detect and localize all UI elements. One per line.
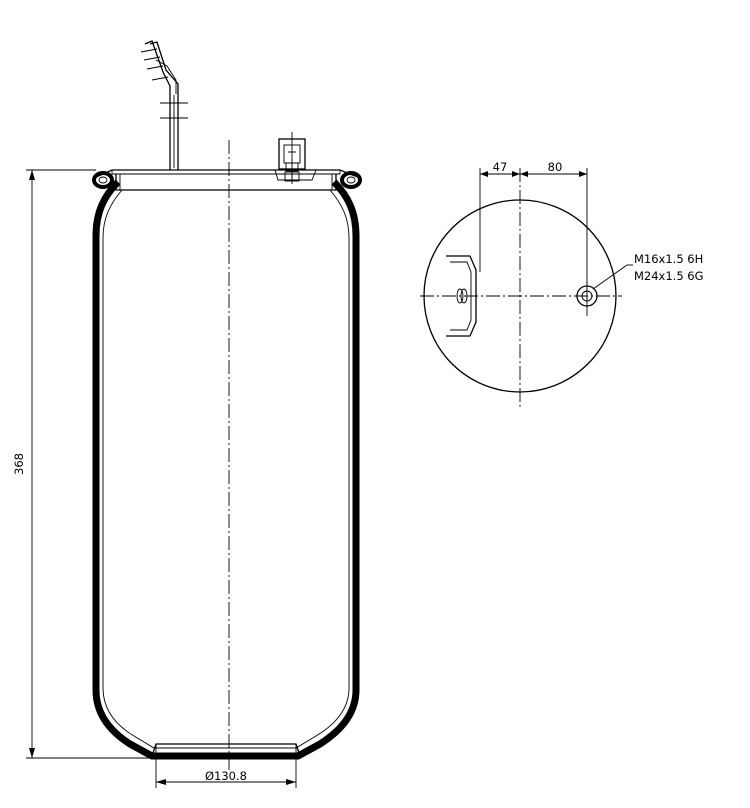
air-connection-top-view — [576, 282, 598, 316]
thread-callout: M16x1.5 6H M24x1.5 6G — [592, 252, 704, 290]
diameter-dimension-label: Ø130.8 — [205, 769, 247, 783]
diameter-dimension: Ø130.8 — [156, 769, 296, 785]
mounting-stud — [140, 40, 188, 170]
top-view: 47 80 M16x1.5 6H M24x1.5 6G — [420, 160, 704, 408]
thread-label-1: M16x1.5 6H — [634, 252, 703, 266]
bellows-body — [92, 179, 360, 760]
top-plate — [93, 169, 361, 191]
bracket-top-view — [446, 255, 477, 337]
bellows-inner-line — [102, 189, 350, 749]
top-bead-left — [92, 171, 114, 189]
bottom-piston — [151, 743, 301, 788]
height-dimension-label: 368 — [12, 453, 26, 475]
offset-dimensions: 47 80 — [479, 160, 588, 284]
offset-left-label: 47 — [493, 160, 508, 174]
air-connection-fitting — [278, 132, 306, 184]
top-bead-right — [340, 171, 362, 189]
side-view: 368 Ø130.8 — [12, 40, 362, 788]
offset-right-label: 80 — [548, 160, 563, 174]
thread-label-2: M24x1.5 6G — [634, 269, 704, 283]
height-dimension: 368 — [12, 169, 156, 759]
